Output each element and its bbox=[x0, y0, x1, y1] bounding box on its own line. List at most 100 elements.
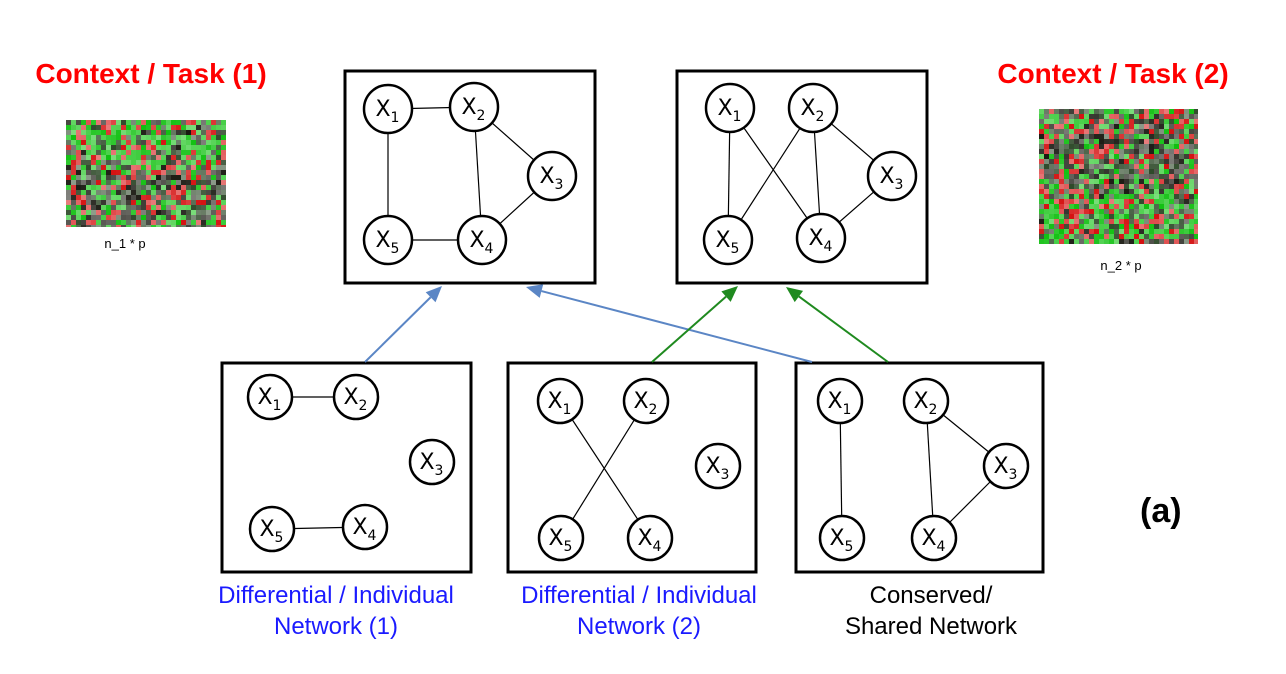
heatmap-cell bbox=[201, 135, 206, 140]
heatmap-cell bbox=[66, 145, 71, 150]
heatmap-cell bbox=[146, 180, 151, 185]
heatmap-cell bbox=[121, 205, 126, 210]
heatmap-cell bbox=[1044, 209, 1049, 214]
heatmap-cell bbox=[81, 120, 86, 125]
heatmap-cell bbox=[1139, 134, 1144, 139]
heatmap-cell bbox=[71, 135, 76, 140]
heatmap-cell bbox=[1114, 229, 1119, 234]
heatmap-cell bbox=[1099, 214, 1104, 219]
heatmap-cell bbox=[1084, 224, 1089, 229]
heatmap-cell bbox=[1169, 119, 1174, 124]
heatmap-cell bbox=[1159, 169, 1164, 174]
heatmap-cell bbox=[1049, 174, 1054, 179]
heatmap-cell bbox=[1189, 184, 1194, 189]
heatmap-cell bbox=[1179, 134, 1184, 139]
heatmap-cell bbox=[141, 175, 146, 180]
heatmap-cell bbox=[186, 215, 191, 220]
heatmap-cell bbox=[161, 185, 166, 190]
heatmap-cell bbox=[1109, 149, 1114, 154]
heatmap-cell bbox=[106, 180, 111, 185]
heatmap-cell bbox=[1129, 239, 1134, 244]
heatmap-cell bbox=[66, 215, 71, 220]
heatmap-cell bbox=[106, 160, 111, 165]
heatmap-cell bbox=[1129, 174, 1134, 179]
node-subscript-X4: 4 bbox=[653, 539, 662, 555]
heatmap-cell bbox=[1119, 159, 1124, 164]
heatmap-cell bbox=[136, 195, 141, 200]
node-label-X4: X bbox=[637, 526, 652, 551]
heatmap-cell bbox=[1189, 149, 1194, 154]
heatmap-cell bbox=[1049, 189, 1054, 194]
heatmap-cell bbox=[76, 145, 81, 150]
context-1-data-heatmap bbox=[66, 120, 226, 227]
heatmap-cell bbox=[1119, 224, 1124, 229]
heatmap-cell bbox=[101, 195, 106, 200]
heatmap-cell bbox=[1139, 109, 1144, 114]
heatmap-cell bbox=[1119, 109, 1124, 114]
heatmap-cell bbox=[206, 190, 211, 195]
heatmap-cell bbox=[151, 220, 156, 225]
heatmap-cell bbox=[66, 160, 71, 165]
heatmap-cell bbox=[136, 210, 141, 215]
heatmap-cell bbox=[1114, 189, 1119, 194]
heatmap-cell bbox=[136, 160, 141, 165]
heatmap-cell bbox=[1114, 169, 1119, 174]
heatmap-cell bbox=[116, 185, 121, 190]
heatmap-cell bbox=[146, 210, 151, 215]
heatmap-cell bbox=[1194, 124, 1198, 129]
heatmap-cell bbox=[201, 195, 206, 200]
heatmap-cell bbox=[216, 155, 221, 160]
heatmap-cell bbox=[176, 210, 181, 215]
heatmap-cell bbox=[1144, 134, 1149, 139]
heatmap-cell bbox=[1129, 219, 1134, 224]
heatmap-cell bbox=[1099, 114, 1104, 119]
heatmap-cell bbox=[1084, 229, 1089, 234]
heatmap-cell bbox=[81, 175, 86, 180]
heatmap-cell bbox=[1059, 224, 1064, 229]
heatmap-cell bbox=[1154, 159, 1159, 164]
heatmap-cell bbox=[1189, 134, 1194, 139]
heatmap-cell bbox=[1139, 179, 1144, 184]
heatmap-cell bbox=[156, 190, 161, 195]
heatmap-cell bbox=[1169, 174, 1174, 179]
heatmap-cell bbox=[171, 145, 176, 150]
heatmap-cell bbox=[1169, 199, 1174, 204]
heatmap-cell bbox=[1079, 199, 1084, 204]
heatmap-cell bbox=[1149, 234, 1154, 239]
heatmap-cell bbox=[1039, 219, 1044, 224]
heatmap-cell bbox=[206, 150, 211, 155]
heatmap-cell bbox=[206, 130, 211, 135]
heatmap-cell bbox=[141, 155, 146, 160]
heatmap-cell bbox=[211, 170, 216, 175]
heatmap-cell bbox=[1104, 184, 1109, 189]
heatmap-cell bbox=[186, 180, 191, 185]
heatmap-cell bbox=[131, 130, 136, 135]
heatmap-cell bbox=[1099, 174, 1104, 179]
heatmap-cell bbox=[1039, 124, 1044, 129]
heatmap-cell bbox=[1124, 124, 1129, 129]
heatmap-cell bbox=[206, 225, 211, 227]
heatmap-cell bbox=[1104, 219, 1109, 224]
heatmap-cell bbox=[1054, 129, 1059, 134]
heatmap-cell bbox=[1074, 144, 1079, 149]
heatmap-cell bbox=[201, 185, 206, 190]
heatmap-cell bbox=[1139, 239, 1144, 244]
heatmap-cell bbox=[1144, 129, 1149, 134]
heatmap-cell bbox=[1114, 224, 1119, 229]
heatmap-cell bbox=[166, 220, 171, 225]
heatmap-cell bbox=[101, 200, 106, 205]
node-X4 bbox=[626, 514, 674, 562]
heatmap-cell bbox=[1124, 179, 1129, 184]
heatmap-cell bbox=[1089, 224, 1094, 229]
heatmap-cell bbox=[126, 205, 131, 210]
heatmap-cell bbox=[201, 220, 206, 225]
heatmap-cell bbox=[1044, 109, 1049, 114]
heatmap-cell bbox=[1064, 144, 1069, 149]
heatmap-cell bbox=[76, 160, 81, 165]
heatmap-cell bbox=[1174, 209, 1179, 214]
node-label-X5: X bbox=[548, 526, 563, 551]
heatmap-cell bbox=[171, 225, 176, 227]
heatmap-cell bbox=[1124, 194, 1129, 199]
heatmap-cell bbox=[171, 210, 176, 215]
